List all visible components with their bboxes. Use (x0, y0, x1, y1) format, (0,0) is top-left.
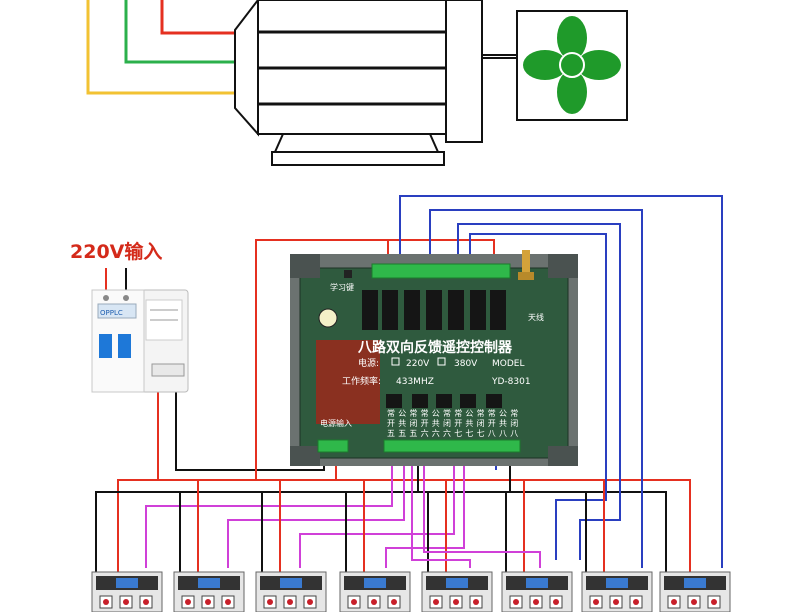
terminal-label: 闭 (443, 419, 451, 428)
input-label: 220V输入 (70, 240, 162, 263)
board-title: 八路双向反馈遥控控制器 (357, 339, 513, 356)
contactor-icon (421, 571, 493, 612)
contactor-icon (581, 571, 653, 612)
yellow-wire (86, 0, 235, 95)
terminal-label: 共 (499, 419, 507, 428)
terminal-label: 常 (510, 409, 518, 418)
freq-value: 433MHZ (396, 377, 434, 387)
contactor-icon (339, 571, 411, 612)
terminal-label: 七 (454, 429, 462, 438)
terminal-label: 公 (398, 409, 406, 418)
contactor-icon (501, 571, 573, 612)
contactor-icon (659, 571, 731, 612)
terminal-label: 开 (488, 419, 496, 428)
terminal-label: 七 (465, 429, 473, 438)
terminal-label: 六 (443, 428, 451, 438)
terminal-label: 公 (432, 409, 440, 418)
terminal-label: 开 (387, 419, 395, 428)
terminal-label: 六 (421, 428, 429, 438)
terminal-label: 常 (488, 409, 496, 418)
red-wire (160, 0, 235, 35)
terminal-label: 常 (409, 409, 417, 418)
terminal-label: 五 (409, 429, 417, 438)
terminal-label: 闭 (510, 419, 518, 428)
terminal-label: 七 (477, 429, 485, 438)
voltage-380: 380V (454, 359, 478, 369)
motor-icon (234, 0, 517, 166)
model-label: MODEL (492, 359, 524, 369)
breaker-brand: OPPLC (100, 309, 123, 317)
terminal-label: 共 (398, 419, 406, 428)
terminal-label: 公 (465, 409, 473, 418)
terminal-label: 八 (488, 429, 496, 438)
contactor-icon (91, 571, 163, 612)
terminal-label: 闭 (409, 419, 417, 428)
terminal-label: 公 (499, 409, 507, 418)
contactor-row (91, 571, 731, 612)
terminal-label: 常 (387, 409, 395, 418)
freq-label: 工作频率: (342, 375, 381, 387)
terminal-label: 共 (465, 419, 473, 428)
power-label: 电源: (358, 357, 379, 369)
learn-key-label: 学习键 (330, 282, 354, 292)
terminal-label: 开 (454, 419, 462, 428)
terminal-label: 八 (510, 429, 518, 438)
terminal-label: 五 (398, 429, 406, 438)
breaker-icon: OPPLC (91, 289, 189, 393)
contactor-icon (255, 571, 327, 612)
green-wire (124, 0, 235, 64)
fan-icon (516, 10, 628, 121)
terminal-label: 八 (499, 429, 507, 438)
terminal-label: 共 (432, 419, 440, 428)
terminal-label: 开 (421, 419, 429, 428)
terminal-label: 五 (387, 429, 395, 438)
model-value: YD-8301 (491, 377, 531, 387)
antenna-icon (518, 250, 534, 280)
voltage-220: 220V (406, 359, 430, 369)
controller-board: 学习键 天线 八路双向反馈遥控控制器 电源: 220V 380V MODEL 工… (290, 250, 578, 466)
contactor-icon (173, 571, 245, 612)
terminal-label: 常 (454, 409, 462, 418)
terminal-label: 常 (421, 409, 429, 418)
motor-section (86, 0, 628, 166)
power-input-label: 电源输入 (320, 418, 352, 428)
terminal-label: 常 (443, 409, 451, 418)
terminal-label: 六 (432, 428, 440, 438)
terminal-label: 常 (477, 409, 485, 418)
terminal-label: 闭 (477, 419, 485, 428)
control-wires (95, 195, 723, 576)
antenna-label: 天线 (528, 312, 544, 322)
